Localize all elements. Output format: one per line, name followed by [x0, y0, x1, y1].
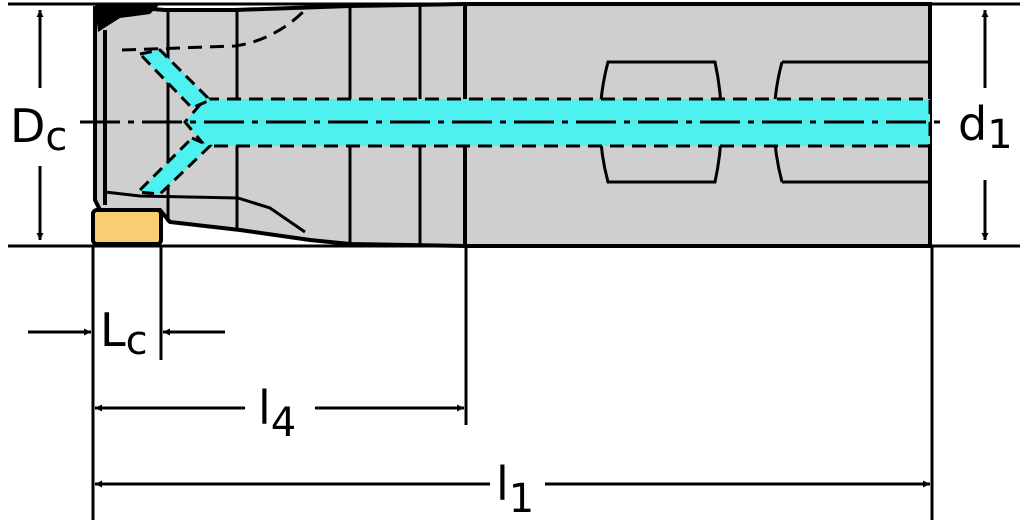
hidden-contour	[121, 8, 307, 52]
coolant-channels	[80, 48, 945, 196]
label-dc: Dc	[10, 99, 67, 160]
dimension-d1: d1	[958, 10, 1013, 240]
dimension-lc: Lc	[28, 303, 225, 364]
dimension-dc: Dc	[10, 10, 67, 240]
coolant-main	[183, 97, 932, 148]
dimension-l4: l4	[95, 381, 464, 446]
coolant-branch-top	[137, 48, 213, 110]
label-d1: d1	[958, 97, 1013, 158]
coolant-branch-bottom	[134, 136, 213, 196]
label-l1: l1	[496, 457, 534, 522]
cutting-edge-top	[95, 4, 160, 32]
label-l4: l4	[258, 381, 296, 446]
hidden-contour	[104, 190, 306, 234]
label-lc: Lc	[100, 303, 148, 364]
cutting-insert	[91, 208, 163, 246]
dimension-l1: l1	[95, 457, 930, 522]
